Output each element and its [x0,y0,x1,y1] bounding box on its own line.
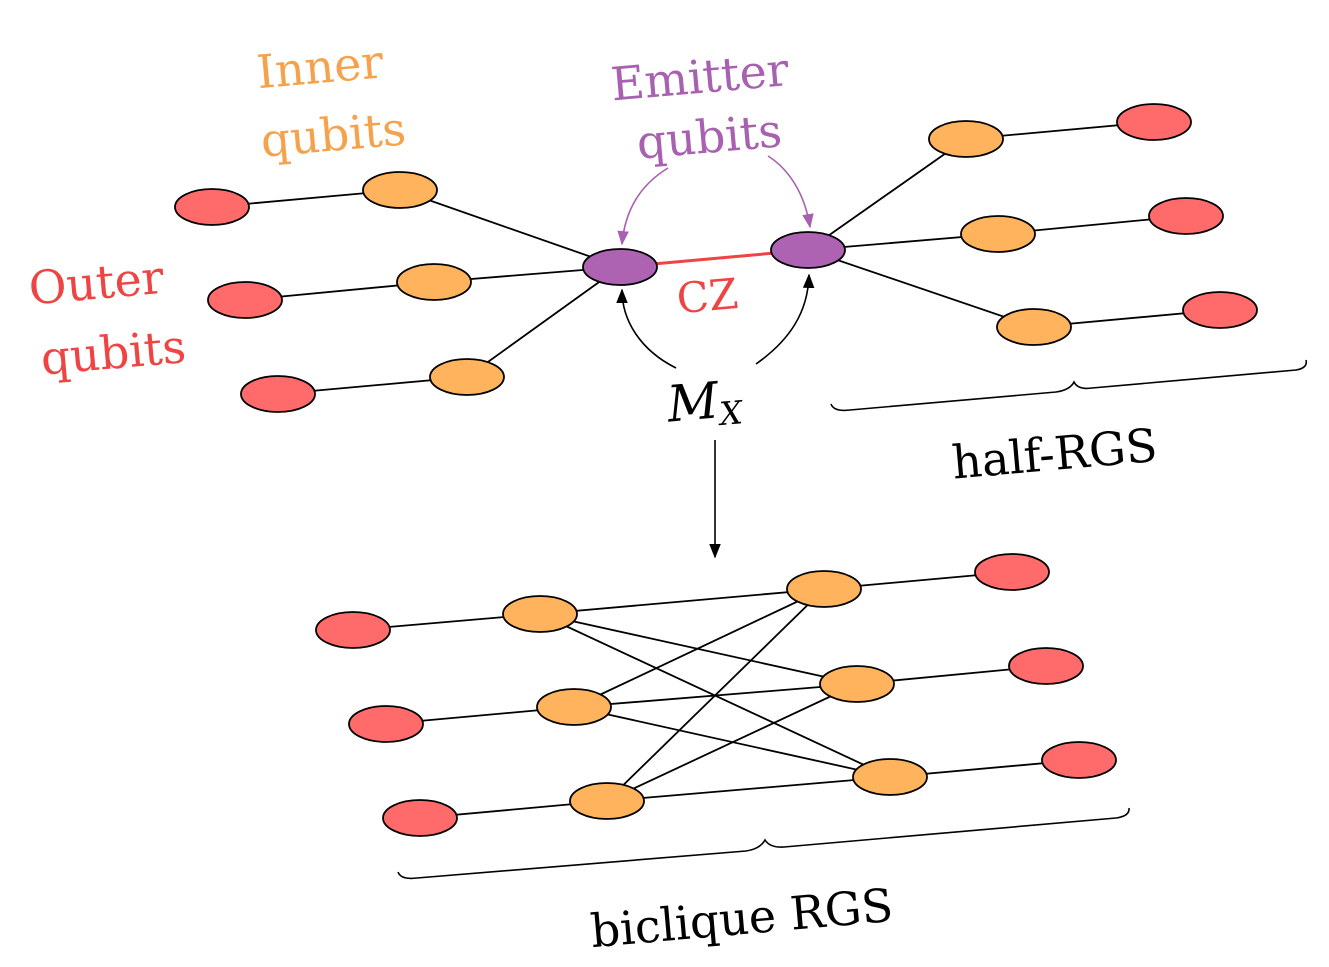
inner-qubit [429,358,505,396]
inner-qubit [569,782,645,820]
inner-qubit [362,171,438,209]
measurement-arrow [616,288,677,369]
inner-qubit [502,595,578,633]
measurement-symbol: M [664,371,723,433]
inner-qubits-label-line1: Inner [255,34,386,99]
inner-qubit [996,308,1072,346]
edge [466,266,621,378]
inner-qubit [960,215,1036,253]
measurement-label: MX [664,369,745,437]
outer-qubit [1182,291,1258,329]
inner-qubit [819,665,895,703]
edge [807,249,1035,328]
emitter-qubit [582,248,658,286]
edge [606,776,891,802]
cz-label: CZ [675,269,740,323]
emitter-qubit [770,231,846,269]
outer-qubit [240,375,316,413]
half-rgs-label: half-RGS [950,418,1160,490]
biclique-rgs [315,553,1117,837]
edge [539,588,825,615]
edge [606,588,825,802]
edge [399,189,621,268]
outer-qubit [315,611,391,649]
emitter-arrow [767,155,814,229]
emitter-qubits-label-line2: qubits [635,103,784,169]
outer-qubit [1008,647,1084,685]
emitter-arrow [617,167,669,246]
biclique-rgs-label: biclique RGS [588,878,895,958]
outer-qubits-label-line2: qubits [39,319,188,385]
inner-qubit [536,688,612,726]
edge [606,683,858,802]
half-rgs-brace [830,359,1308,412]
outer-qubit [1116,103,1192,141]
outer-qubit [207,281,283,319]
inner-qubit [852,758,928,796]
outer-qubit [1041,741,1117,779]
edge [807,138,967,251]
inner-qubit [396,263,472,301]
measurement-arrow [755,273,815,365]
inner-qubit [928,120,1004,158]
edge [573,588,825,708]
outer-qubit [174,188,250,226]
outer-qubit [348,705,424,743]
measurement-subscript: X [715,393,745,433]
outer-qubit [1148,197,1224,235]
emitter-qubits-label-line1: Emitter [609,42,791,111]
biclique-rgs-brace [397,807,1130,880]
inner-qubit [786,570,862,608]
inner-qubits-label-line2: qubits [259,101,408,167]
outer-qubits-label-line1: Outer [27,250,166,316]
outer-qubit [382,799,458,837]
outer-qubit [974,553,1050,591]
